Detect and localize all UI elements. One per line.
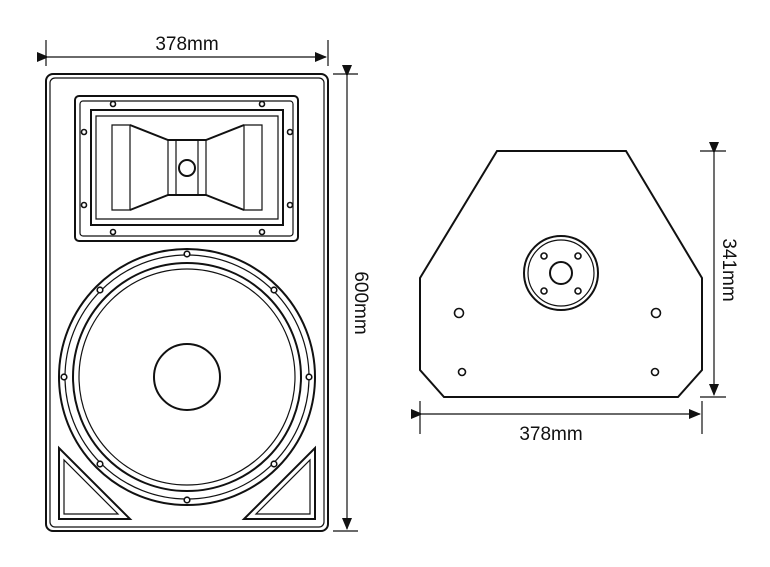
side-mounting-holes xyxy=(453,307,662,377)
side-depth-dimension: 341mm xyxy=(700,142,739,398)
side-view: 341mm 378mm xyxy=(411,142,739,445)
cabinet-outline xyxy=(45,73,329,532)
side-width-dimension: 378mm xyxy=(411,401,703,445)
pole-mount xyxy=(523,235,599,311)
corner-ports xyxy=(58,445,316,520)
dust-cap xyxy=(153,343,221,411)
horn-assembly xyxy=(74,95,299,242)
side-profile-outline xyxy=(419,150,703,398)
front-height-label: 600mm xyxy=(350,271,371,334)
side-depth-label: 341mm xyxy=(718,238,739,301)
front-width-label: 378mm xyxy=(155,34,218,55)
horn-throat xyxy=(178,159,196,177)
front-width-dimension: 378mm xyxy=(37,34,329,66)
side-width-label: 378mm xyxy=(519,424,582,445)
cabinet-inner-outline xyxy=(49,77,325,528)
front-height-dimension: 600mm xyxy=(333,65,371,532)
front-view: 378mm 600mm xyxy=(37,34,371,532)
woofer xyxy=(58,248,316,506)
